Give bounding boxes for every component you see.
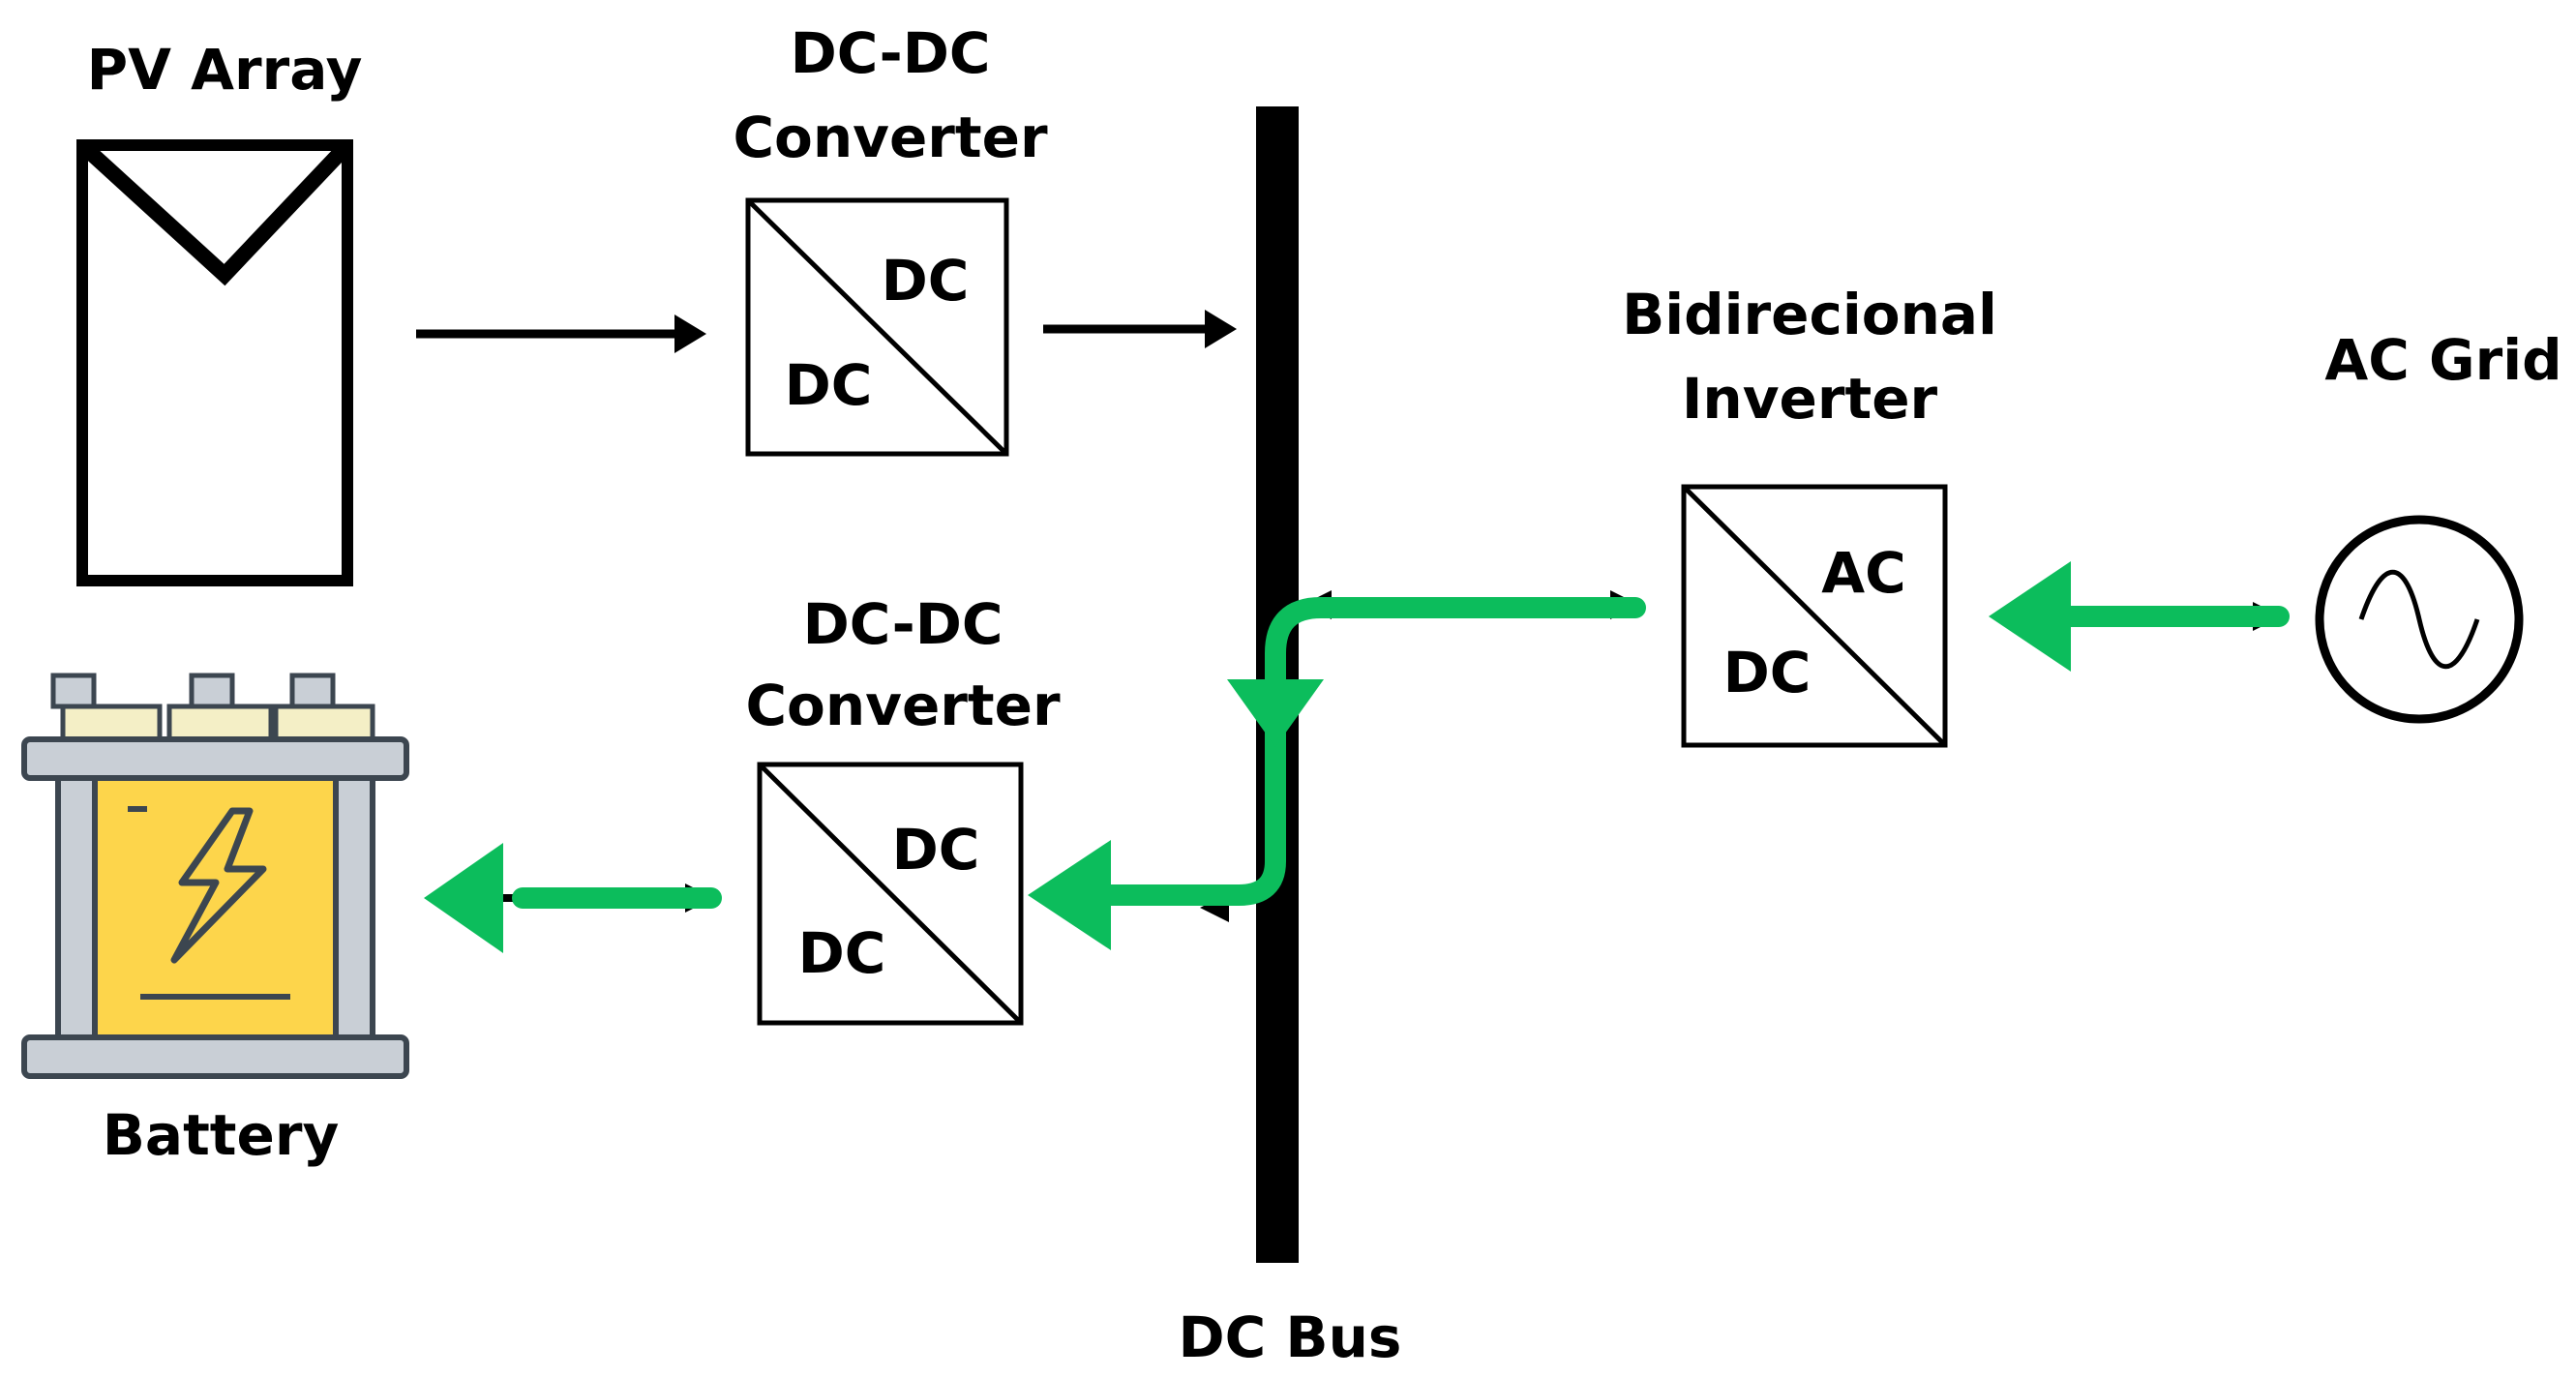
- dcdc-bottom-upper-text: DC: [892, 817, 980, 883]
- battery-label: Battery: [103, 1102, 340, 1168]
- converter-to-bus-arrow: [1043, 310, 1237, 348]
- bus-down-arrowhead: [1227, 679, 1324, 747]
- inverter-to-bus-flow: [1081, 597, 1646, 906]
- dcdc-top-label-line2: Converter: [733, 105, 1048, 170]
- bus-to-converter-arrowhead: [1028, 840, 1111, 950]
- inverter-label-line1: Bidirecional: [1622, 282, 1997, 347]
- inverter-label-line2: Inverter: [1682, 366, 1938, 432]
- dcdc-bottom-label-line1: DC-DC: [803, 591, 1003, 657]
- pv-to-converter-arrow: [416, 315, 706, 353]
- dcdc-converter-top: [745, 197, 1009, 457]
- battery-icon: [21, 673, 409, 1079]
- grid-to-inverter-flow: [1989, 561, 2290, 672]
- dcdc-top-lower-text: DC: [785, 352, 873, 418]
- dc-bus-label: DC Bus: [1179, 1304, 1402, 1370]
- pv-array-icon: [76, 139, 353, 586]
- dcdc-top-label-line1: DC-DC: [791, 20, 991, 86]
- dcdc-converter-bottom: [757, 762, 1024, 1026]
- dcdc-top-upper-text: DC: [882, 248, 970, 314]
- dcdc-bottom-lower-text: DC: [798, 920, 886, 986]
- bidirectional-inverter: [1681, 484, 1948, 748]
- dcdc-bottom-label-line2: Converter: [745, 673, 1061, 738]
- pv-array-label: PV Array: [87, 37, 363, 103]
- converter-to-battery-flow: [424, 843, 722, 953]
- inverter-upper-text: AC: [1821, 540, 1905, 606]
- ac-source-icon: [2315, 515, 2524, 724]
- inverter-lower-text: DC: [1723, 640, 1812, 705]
- ac-grid-label: AC Grid: [2324, 327, 2561, 393]
